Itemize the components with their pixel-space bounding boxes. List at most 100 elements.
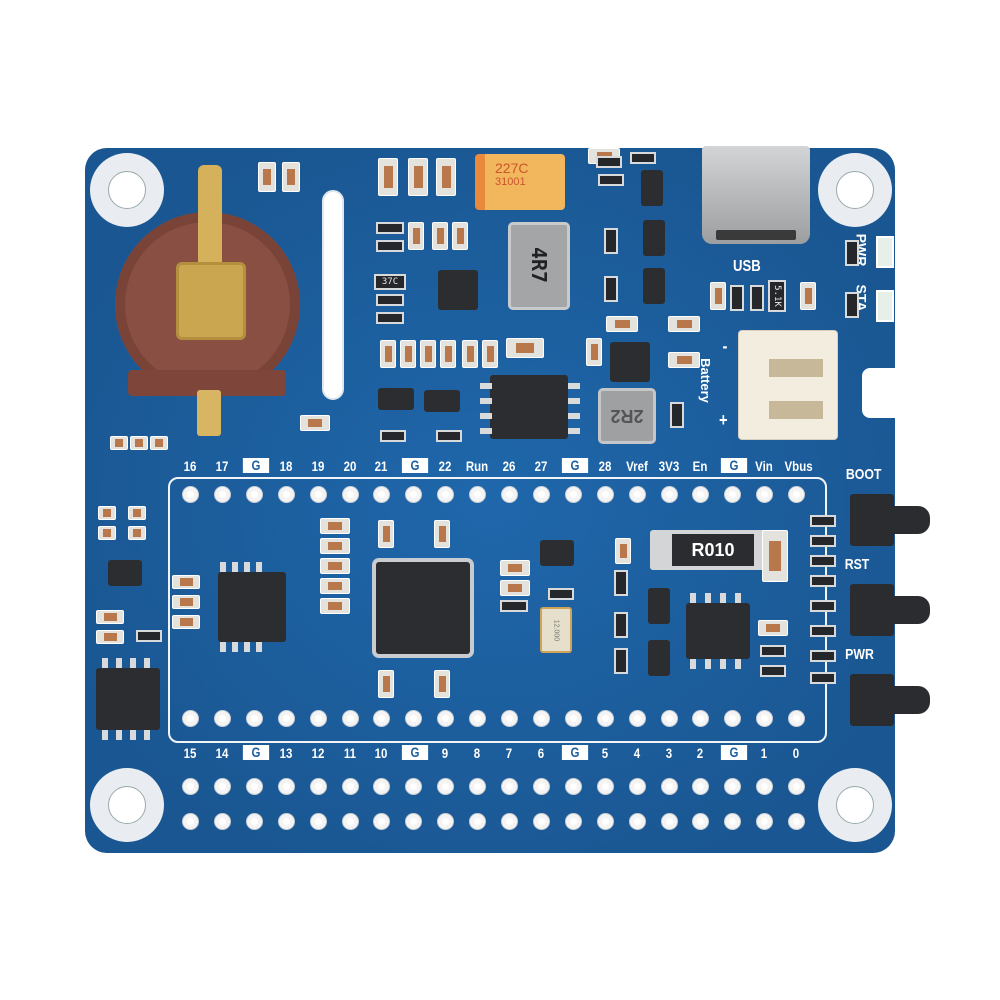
pin-hole[interactable] bbox=[405, 710, 423, 727]
rst-button-actuator[interactable] bbox=[892, 596, 930, 624]
gpio-pin-hole[interactable] bbox=[788, 778, 806, 795]
pin-hole[interactable] bbox=[373, 710, 391, 727]
pin-hole[interactable] bbox=[405, 486, 423, 503]
pin-hole[interactable] bbox=[373, 486, 391, 503]
pin-hole[interactable] bbox=[788, 486, 806, 503]
smd-capacitor bbox=[432, 222, 448, 250]
pin-hole[interactable] bbox=[469, 486, 487, 503]
pin-hole[interactable] bbox=[596, 710, 614, 727]
gpio-pin-hole[interactable] bbox=[437, 778, 455, 795]
usb-c-port[interactable] bbox=[702, 146, 810, 244]
pin-hole[interactable] bbox=[213, 486, 231, 503]
pin-hole[interactable] bbox=[564, 486, 582, 503]
gpio-pin-hole[interactable] bbox=[724, 813, 742, 830]
pin-hole[interactable] bbox=[692, 486, 710, 503]
gpio-pin-hole[interactable] bbox=[341, 813, 359, 830]
gpio-pin-hole[interactable] bbox=[596, 813, 614, 830]
smd-capacitor bbox=[378, 158, 398, 196]
pin-hole[interactable] bbox=[341, 486, 359, 503]
battery-connector[interactable] bbox=[738, 330, 838, 440]
rst-button[interactable] bbox=[850, 584, 894, 636]
pin-hole[interactable] bbox=[532, 710, 550, 727]
gpio-pin-hole[interactable] bbox=[628, 813, 646, 830]
gpio-pin-hole[interactable] bbox=[469, 813, 487, 830]
pin-hole[interactable] bbox=[437, 710, 455, 727]
gpio-pin-hole[interactable] bbox=[373, 778, 391, 795]
pin-hole[interactable] bbox=[213, 710, 231, 727]
pin-hole[interactable] bbox=[469, 710, 487, 727]
gpio-pin-hole[interactable] bbox=[692, 778, 710, 795]
gpio-pin-hole[interactable] bbox=[660, 813, 678, 830]
gpio-pin-hole[interactable] bbox=[756, 778, 774, 795]
gpio-pin-hole[interactable] bbox=[724, 778, 742, 795]
pin-hole[interactable] bbox=[277, 710, 295, 727]
gpio-pin-hole[interactable] bbox=[213, 778, 231, 795]
smd-capacitor bbox=[258, 162, 276, 192]
gpio-pin-hole[interactable] bbox=[182, 813, 199, 830]
pin-hole[interactable] bbox=[628, 710, 646, 727]
gpio-pin-hole[interactable] bbox=[245, 778, 263, 795]
pin-hole[interactable] bbox=[277, 486, 295, 503]
regulator bbox=[540, 540, 574, 566]
smd-capacitor bbox=[462, 340, 478, 368]
pin-hole[interactable] bbox=[182, 710, 199, 727]
pin-hole[interactable] bbox=[596, 486, 614, 503]
gpio-pin-hole[interactable] bbox=[532, 778, 550, 795]
pin-hole[interactable] bbox=[756, 486, 774, 503]
pin-hole[interactable] bbox=[501, 486, 518, 503]
gpio-pin-hole[interactable] bbox=[660, 778, 678, 795]
gpio-pin-hole[interactable] bbox=[405, 778, 423, 795]
pin-hole[interactable] bbox=[756, 710, 774, 727]
gpio-pin-hole[interactable] bbox=[245, 813, 263, 830]
gpio-pin-hole[interactable] bbox=[277, 813, 295, 830]
pin-hole[interactable] bbox=[788, 710, 806, 727]
gpio-pin-hole[interactable] bbox=[501, 778, 518, 795]
battery-clip bbox=[198, 165, 222, 275]
gpio-pin-hole[interactable] bbox=[756, 813, 774, 830]
smd-resistor-5-1k: 5.1K bbox=[768, 280, 786, 312]
boot-button-actuator[interactable] bbox=[892, 506, 930, 534]
pin-hole[interactable] bbox=[182, 486, 199, 503]
pin-hole[interactable] bbox=[660, 486, 678, 503]
pin-hole[interactable] bbox=[628, 486, 646, 503]
gpio-pin-hole[interactable] bbox=[373, 813, 391, 830]
gpio-pin-hole[interactable] bbox=[564, 778, 582, 795]
pin-hole[interactable] bbox=[660, 710, 678, 727]
smd-capacitor bbox=[500, 580, 530, 596]
pin-label: 4 bbox=[633, 745, 640, 761]
pin-hole[interactable] bbox=[437, 486, 455, 503]
power-ic bbox=[610, 342, 650, 382]
pin-hole[interactable] bbox=[724, 486, 742, 503]
pin-hole[interactable] bbox=[724, 710, 742, 727]
gpio-pin-hole[interactable] bbox=[469, 778, 487, 795]
gpio-pin-hole[interactable] bbox=[405, 813, 423, 830]
gpio-pin-hole[interactable] bbox=[501, 813, 518, 830]
gpio-pin-hole[interactable] bbox=[788, 813, 806, 830]
gpio-pin-hole[interactable] bbox=[309, 778, 327, 795]
boot-button[interactable] bbox=[850, 494, 894, 546]
smd-capacitor bbox=[282, 162, 300, 192]
gpio-pin-hole[interactable] bbox=[628, 778, 646, 795]
gpio-pin-hole[interactable] bbox=[437, 813, 455, 830]
pin-hole[interactable] bbox=[532, 486, 550, 503]
smd-capacitor bbox=[615, 538, 631, 564]
gpio-pin-hole[interactable] bbox=[692, 813, 710, 830]
pin-hole[interactable] bbox=[341, 710, 359, 727]
pin-hole[interactable] bbox=[245, 486, 263, 503]
gpio-pin-hole[interactable] bbox=[213, 813, 231, 830]
gpio-pin-hole[interactable] bbox=[182, 778, 199, 795]
gpio-pin-hole[interactable] bbox=[341, 778, 359, 795]
pin-hole[interactable] bbox=[564, 710, 582, 727]
pin-hole[interactable] bbox=[245, 710, 263, 727]
pin-hole[interactable] bbox=[692, 710, 710, 727]
gpio-pin-hole[interactable] bbox=[277, 778, 295, 795]
pin-hole[interactable] bbox=[309, 486, 327, 503]
gpio-pin-hole[interactable] bbox=[596, 778, 614, 795]
pin-hole[interactable] bbox=[309, 710, 327, 727]
pwr-button[interactable] bbox=[850, 674, 894, 726]
gpio-pin-hole[interactable] bbox=[309, 813, 327, 830]
pwr-button-actuator[interactable] bbox=[892, 686, 930, 714]
gpio-pin-hole[interactable] bbox=[532, 813, 550, 830]
gpio-pin-hole[interactable] bbox=[564, 813, 582, 830]
pin-hole[interactable] bbox=[501, 710, 518, 727]
